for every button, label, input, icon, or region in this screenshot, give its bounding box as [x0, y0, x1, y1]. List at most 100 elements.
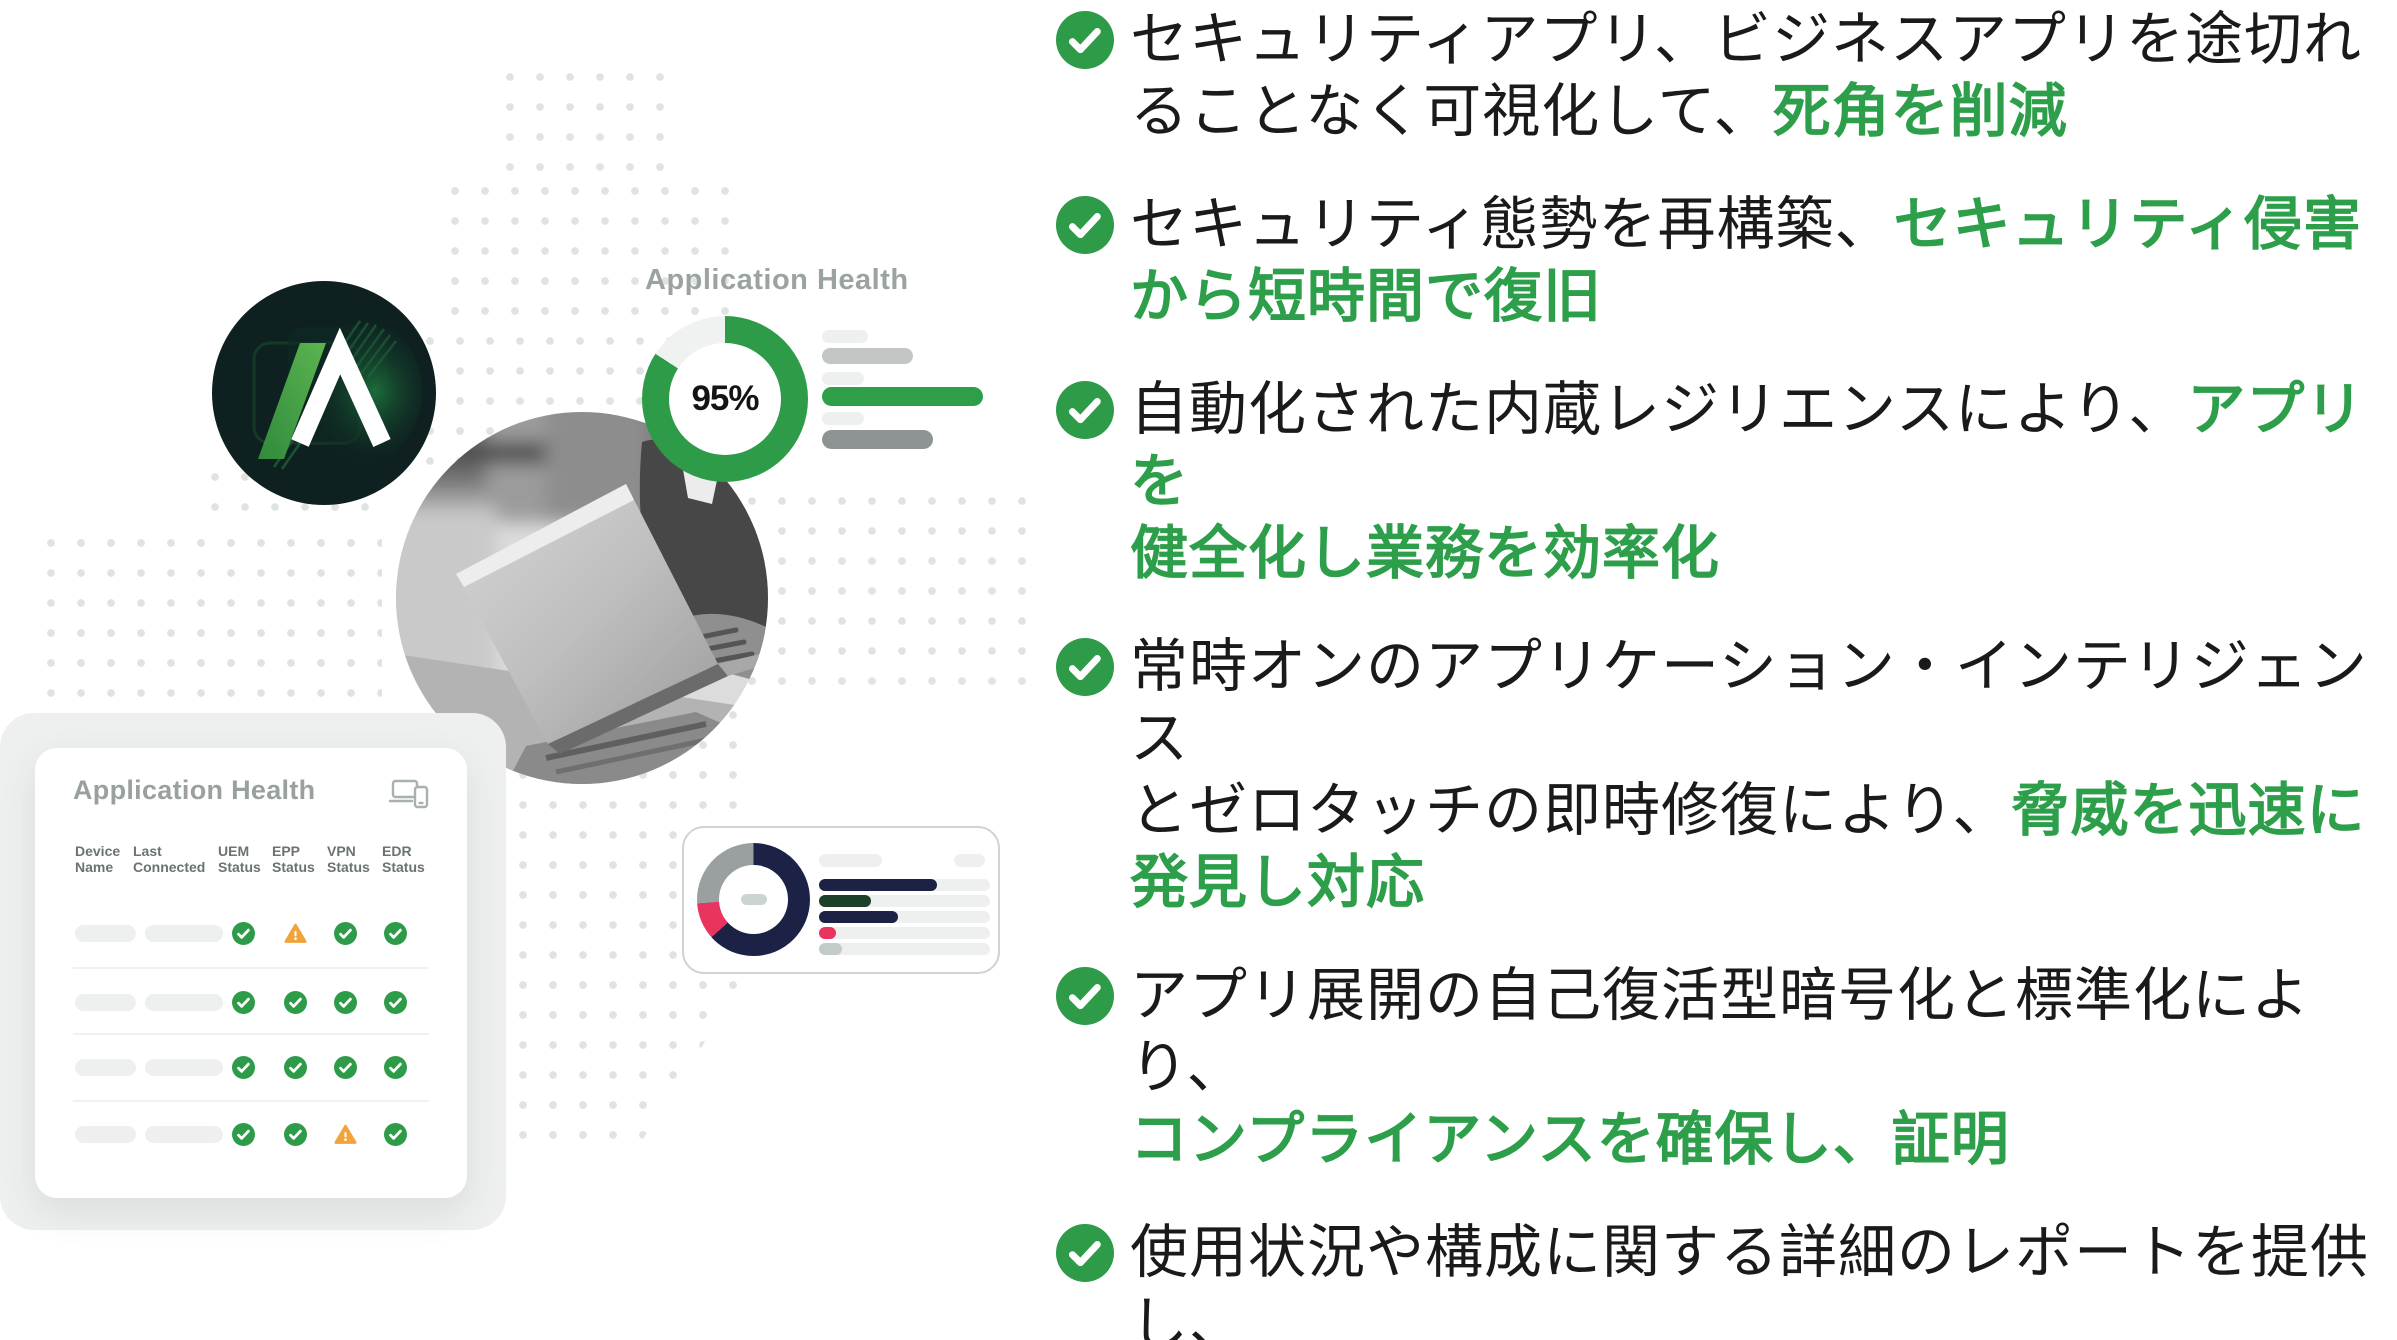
check-icon: [1056, 381, 1114, 439]
feature-text: アプリ展開の自己復活型暗号化と標準化により、 コンプライアンスを確保し、証明: [1130, 960, 2397, 1176]
check-icon: [1056, 1224, 1114, 1282]
status-check-icon: [231, 1122, 255, 1146]
placeholder-pill: [75, 993, 136, 1011]
placeholder-pill: [954, 854, 985, 867]
feature-list-item: セキュリティアプリ、ビジネスアプリを途切れ ることなく可視化して、死角を削減: [1056, 4, 2397, 148]
chart-bar: [822, 430, 933, 449]
chart-bar: [822, 412, 864, 425]
status-check-icon: [333, 990, 357, 1014]
column-header: EPP Status: [272, 843, 315, 875]
warning-icon: [283, 923, 307, 943]
status-check-icon: [231, 921, 255, 945]
row-divider: [73, 967, 429, 969]
status-check-icon: [383, 990, 407, 1014]
chart-bar: [822, 348, 913, 364]
chart-bar: [822, 330, 868, 343]
feature-text: 常時オンのアプリケーション・インテリジェンス とゼロタッチの即時修復により、脅威…: [1130, 631, 2397, 919]
check-icon: [1056, 967, 1114, 1025]
donut-hole: [719, 865, 788, 934]
status-check-icon: [333, 921, 357, 945]
feature-text-highlight: セキュリティ侵害 から短時間で復旧: [1130, 192, 2363, 329]
row-divider: [73, 1033, 429, 1035]
analytics-donut: [697, 843, 810, 956]
placeholder-pill: [75, 924, 136, 942]
check-icon: [333, 921, 357, 945]
status-check-icon: [283, 1055, 307, 1079]
status-check-icon: [231, 990, 255, 1014]
status-check-icon: [383, 1122, 407, 1146]
feature-text-highlight: コンプライアンスを確保し、証明: [1130, 1107, 2010, 1172]
check-icon: [383, 921, 407, 945]
feature-text-normal: セキュリティ態勢を再構築、: [1130, 192, 1894, 257]
check-icon: [231, 1122, 255, 1146]
feature-text-normal: 使用状況や構成に関する詳細のレポートを提供し、: [1130, 1220, 2370, 1340]
placeholder-pill: [145, 1125, 223, 1143]
status-check-icon: [283, 1122, 307, 1146]
devices-icon: [388, 778, 429, 810]
card-title: Application Health: [73, 775, 316, 805]
feature-text-normal: 常時オンのアプリケーション・インテリジェンス とゼロタッチの即時修復により、: [1130, 634, 2368, 843]
status-check-icon: [333, 1055, 357, 1079]
check-icon: [1056, 196, 1114, 254]
status-check-icon: [283, 990, 307, 1014]
check-icon: [231, 1055, 255, 1079]
feature-text: セキュリティ態勢を再構築、セキュリティ侵害 から短時間で復旧: [1130, 189, 2362, 333]
placeholder-pill: [145, 1058, 223, 1076]
bar-fill: [819, 943, 842, 955]
column-header: UEM Status: [218, 843, 261, 875]
chart-bar: [822, 387, 983, 406]
analytics-card: [682, 826, 1000, 974]
feature-list-item: 常時オンのアプリケーション・インテリジェンス とゼロタッチの即時修復により、脅威…: [1056, 631, 2397, 919]
status-warning-icon: [333, 1123, 357, 1146]
status-check-icon: [383, 1055, 407, 1079]
feature-text-normal: アプリ展開の自己復活型暗号化と標準化により、: [1130, 963, 2311, 1100]
dot-pattern: [440, 176, 740, 326]
bar-fill: [819, 895, 871, 907]
top-chart-title: Application Health: [645, 264, 909, 296]
warning-icon: [333, 1124, 357, 1144]
check-icon: [383, 1055, 407, 1079]
absolute-logo: [212, 281, 436, 505]
check-icon: [1056, 638, 1114, 696]
bar-fill: [819, 927, 836, 939]
feature-list-item: セキュリティ態勢を再構築、セキュリティ侵害 から短時間で復旧: [1056, 189, 2397, 333]
feature-text-normal: セキュリティアプリ、ビジネスアプリを途切れ ることなく可視化して、: [1130, 7, 2363, 144]
dot-pattern: [495, 62, 681, 174]
status-check-icon: [383, 921, 407, 945]
bar-fill: [819, 911, 898, 923]
chart-bar: [822, 372, 864, 385]
feature-list-item: 使用状況や構成に関する詳細のレポートを提供し、 ソフトウェアのインベントリと管理…: [1056, 1217, 2397, 1340]
column-header: VPN Status: [327, 843, 370, 875]
check-icon: [1056, 1224, 1114, 1282]
status-warning-icon: [283, 922, 307, 945]
column-header: EDR Status: [382, 843, 425, 875]
top-chart-bars: [822, 330, 994, 455]
check-icon: [333, 990, 357, 1014]
row-divider: [73, 1100, 429, 1102]
check-icon: [383, 990, 407, 1014]
feature-text: 使用状況や構成に関する詳細のレポートを提供し、 ソフトウェアのインベントリと管理…: [1130, 1217, 2397, 1340]
placeholder-pill: [145, 993, 223, 1011]
check-icon: [283, 1055, 307, 1079]
status-check-icon: [231, 1055, 255, 1079]
feature-text: セキュリティアプリ、ビジネスアプリを途切れ ることなく可視化して、死角を削減: [1130, 4, 2362, 148]
feature-text-highlight: 脅威を迅速に 発見し対応: [1130, 778, 2366, 915]
check-icon: [1056, 638, 1114, 696]
application-health-card: Application Health Device Name Last Conne…: [35, 748, 467, 1198]
bar-fill: [819, 879, 937, 891]
feature-text: 自動化された内蔵レジリエンスにより、アプリを 健全化し業務を効率化: [1130, 374, 2397, 590]
feature-text-highlight: アプリを 健全化し業務を効率化: [1130, 377, 2365, 586]
column-header: Last Connected: [133, 843, 206, 875]
bar-track: [819, 943, 990, 955]
feature-text-normal: 自動化された内蔵レジリエンスにより、: [1130, 377, 2188, 442]
placeholder-pill: [75, 1058, 136, 1076]
column-header: Device Name: [75, 843, 121, 875]
feature-text-highlight: 死角を削減: [1772, 79, 2068, 144]
absolute-logo-icon: [212, 281, 436, 505]
check-icon: [1056, 11, 1114, 69]
check-icon: [283, 1122, 307, 1146]
placeholder-pill: [819, 854, 882, 867]
placeholder-pill: [75, 1125, 136, 1143]
donut-hole: 95%: [669, 343, 781, 455]
donut-center-pill: [740, 894, 767, 905]
